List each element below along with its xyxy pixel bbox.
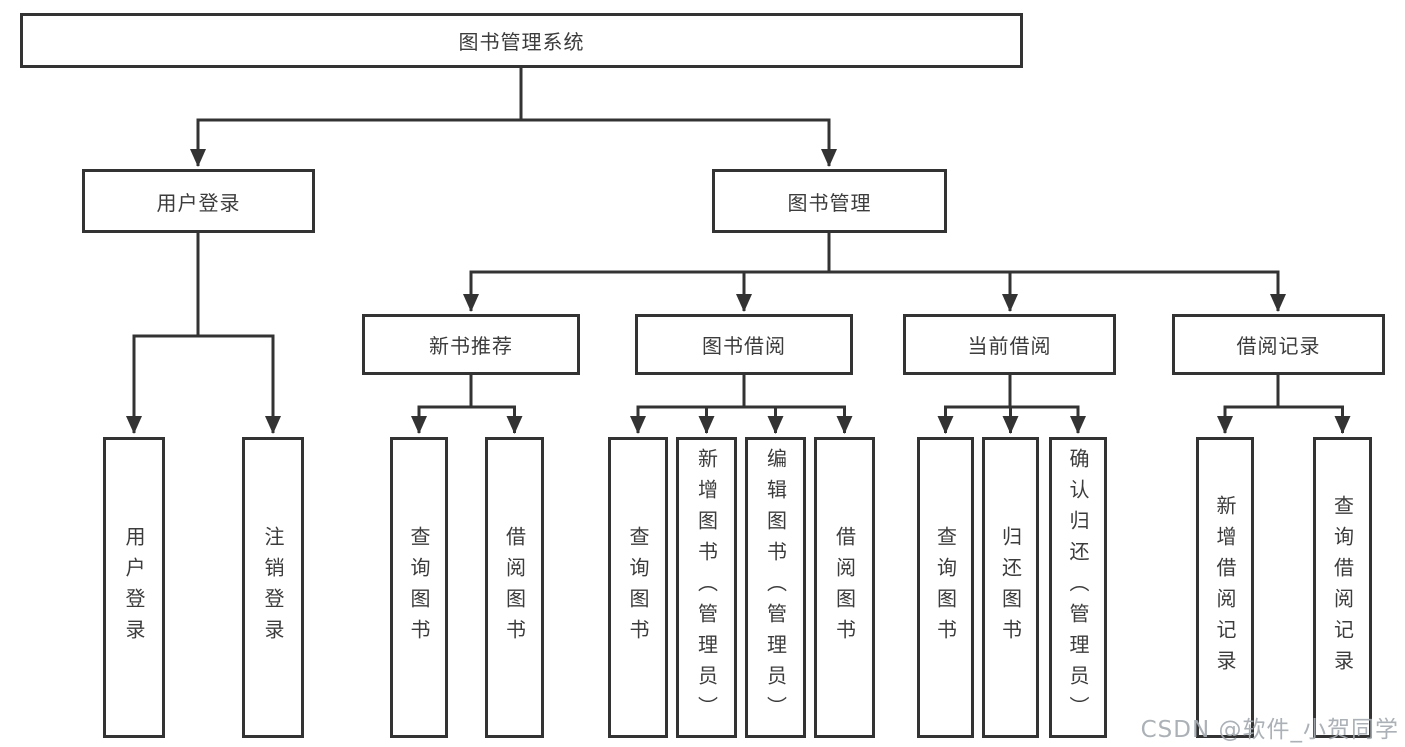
- leaf-add-borrow-record: 新增借阅记录: [1196, 437, 1254, 738]
- node-label: 借阅图书: [832, 525, 857, 650]
- leaf-query-books-recommend: 查询图书: [390, 437, 448, 738]
- node-book-management: 图书管理: [712, 169, 947, 233]
- leaf-edit-books-admin: 编辑图书（管理员）: [745, 437, 806, 738]
- node-label: 确认归还（管理员）: [1066, 448, 1090, 727]
- node-label: 查询借阅记录: [1330, 494, 1355, 681]
- node-user-login: 用户登录: [82, 169, 315, 233]
- node-label: 当前借阅: [967, 334, 1052, 358]
- node-label: 借阅记录: [1236, 334, 1321, 358]
- leaf-query-books-current: 查询图书: [917, 437, 974, 738]
- node-label: 新增图书（管理员）: [694, 448, 719, 727]
- node-label: 查询图书: [626, 525, 650, 650]
- node-borrowing-records: 借阅记录: [1172, 314, 1385, 375]
- node-label: 图书管理系统: [458, 30, 585, 54]
- node-new-book-recommend: 新书推荐: [362, 314, 580, 375]
- node-label: 归还图书: [998, 525, 1023, 650]
- node-label: 图书管理: [787, 190, 872, 215]
- node-label: 新增借阅记录: [1213, 494, 1237, 681]
- leaf-add-books-admin: 新增图书（管理员）: [676, 437, 737, 738]
- node-label: 编辑图书（管理员）: [763, 448, 788, 727]
- leaf-query-borrow-record: 查询借阅记录: [1313, 437, 1372, 738]
- node-label: 查询图书: [407, 525, 431, 650]
- node-label: 查询图书: [933, 525, 958, 650]
- node-book-borrowing: 图书借阅: [635, 314, 853, 375]
- leaf-query-books-borrow: 查询图书: [608, 437, 668, 738]
- node-current-borrowing: 当前借阅: [903, 314, 1116, 375]
- leaf-user-login: 用户登录: [103, 437, 165, 738]
- leaf-borrow-books-recommend: 借阅图书: [485, 437, 544, 738]
- node-label: 新书推荐: [429, 334, 513, 358]
- leaf-return-books: 归还图书: [982, 437, 1039, 738]
- node-library-management-system: 图书管理系统: [20, 13, 1023, 68]
- leaf-borrow-books: 借阅图书: [814, 437, 875, 738]
- node-label: 借阅图书: [502, 525, 527, 650]
- node-label: 用户登录: [122, 525, 146, 650]
- node-label: 注销登录: [261, 525, 285, 650]
- node-label: 用户登录: [156, 190, 241, 215]
- node-label: 图书借阅: [702, 334, 786, 358]
- leaf-logout: 注销登录: [242, 437, 304, 738]
- leaf-confirm-return-admin: 确认归还（管理员）: [1049, 437, 1107, 738]
